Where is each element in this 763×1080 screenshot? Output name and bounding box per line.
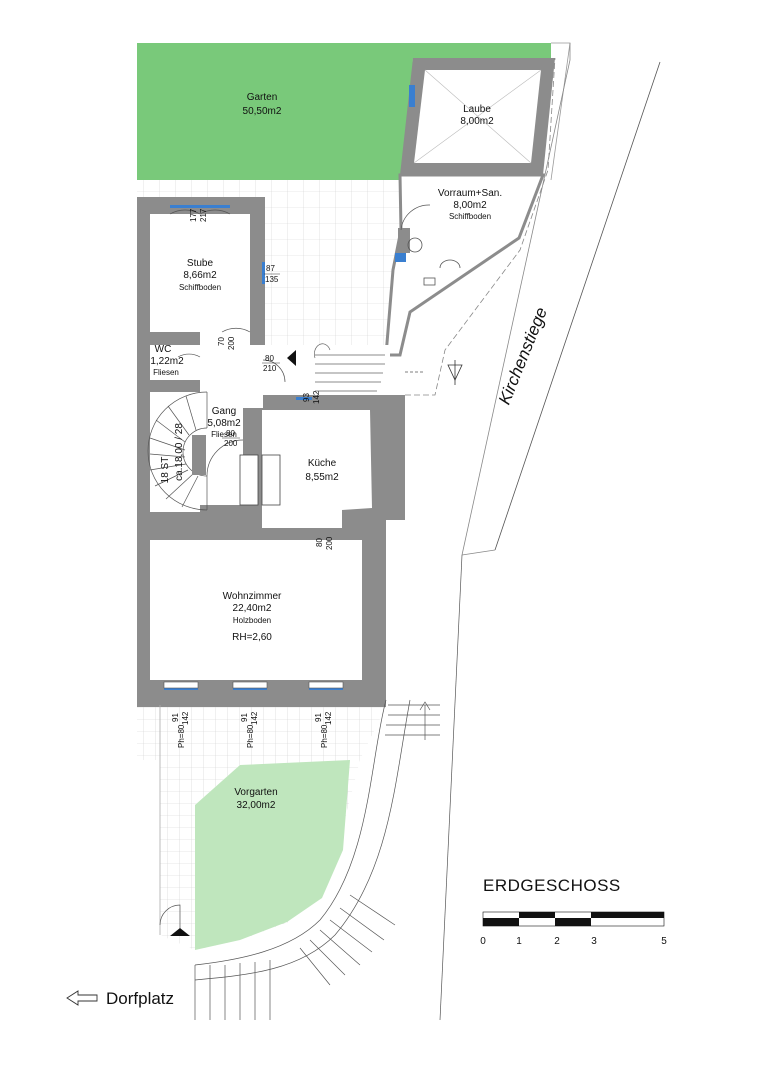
scale-tick-2: 2 (554, 936, 560, 947)
wc-area: 1,22m2 (150, 356, 184, 367)
scale-tick-3: 3 (591, 936, 597, 947)
room-gang (200, 332, 263, 505)
stube-top-h: 217 (199, 208, 208, 222)
wohn-door-w: 80 (315, 538, 324, 547)
dorfplatz-indicator: Dorfplatz (66, 989, 174, 1008)
room-wohnzimmer (150, 540, 362, 680)
room-kueche (262, 410, 372, 528)
scale-tick-5: 5 (661, 936, 667, 947)
laube-name: Laube (463, 104, 491, 115)
wohn-win1-w: 91 (171, 713, 180, 722)
stube-top-w: 177 (189, 208, 198, 222)
wc-door-h: 200 (227, 336, 236, 350)
stube-area: 8,66m2 (183, 270, 217, 281)
stair-steps: 18 ST (160, 457, 171, 484)
gang-kueche-w: 80 (226, 429, 235, 438)
wohn-win2-ph: Ph=80 (246, 724, 255, 748)
street-stairs (194, 554, 463, 1021)
spiral-stair (147, 391, 208, 511)
floor-title: ERDGESCHOSS (483, 876, 621, 895)
vorgarten-name: Vorgarten (234, 787, 277, 798)
stube-right-h: 135 (265, 275, 279, 284)
stube-name: Stube (187, 258, 214, 269)
wohnzimmer-height: RH=2,60 (232, 632, 272, 643)
garden-area (137, 43, 551, 180)
stair-ratio: ca.18,00 / 28 (174, 423, 185, 481)
opening-dimensions: 177 217 87 135 70 200 80 210 93 142 80 2… (171, 208, 334, 748)
wc-floor: Fliesen (153, 368, 179, 377)
wohnzimmer-area: 22,40m2 (233, 603, 272, 614)
wohn-win3-w: 91 (314, 713, 323, 722)
stube-right-w: 87 (266, 264, 275, 273)
gang-door-w: 80 (265, 354, 274, 363)
wc-door-w: 70 (217, 337, 226, 346)
street-name: Kirchenstiege (495, 305, 551, 408)
wohn-win1-ph: Ph=80 (177, 724, 186, 748)
vorraum-name: Vorraum+San. (438, 188, 502, 199)
wohnzimmer-floor: Holzboden (233, 616, 271, 625)
wohnzimmer-name: Wohnzimmer (223, 591, 282, 602)
windows (164, 205, 343, 690)
wohn-win2-h: 142 (250, 711, 259, 725)
wohn-win1-h: 142 (181, 711, 190, 725)
scale-tick-0: 0 (480, 936, 486, 947)
terrace-tiles (137, 180, 400, 345)
front-garden-area (195, 760, 350, 950)
scale-bar: 0 1 2 3 5 (480, 911, 667, 947)
entrance-steps (314, 343, 385, 392)
vorraum-area: 8,00m2 (453, 200, 487, 211)
vorgarten-area: 32,00m2 (237, 800, 276, 811)
wc-name: WC (155, 344, 172, 355)
kueche-area: 8,55m2 (305, 472, 339, 483)
arrow-left-icon (66, 990, 98, 1006)
kueche-name: Küche (308, 458, 337, 469)
stube-floor: Schiffboden (179, 283, 221, 292)
room-stube (150, 214, 250, 332)
wohn-door-h: 200 (325, 536, 334, 550)
kueche-win-h: 142 (312, 390, 321, 404)
wohn-win3-ph: Ph=80 (320, 724, 329, 748)
scale-tick-1: 1 (516, 936, 522, 947)
dorfplatz-label: Dorfplatz (106, 989, 174, 1008)
wohn-win3-h: 142 (324, 711, 333, 725)
vorraum-floor: Schiffboden (449, 212, 491, 221)
gang-kueche-h: 200 (224, 439, 238, 448)
room-wc (150, 345, 200, 380)
gang-floor: Fliesen (211, 430, 237, 439)
garten-name: Garten (247, 92, 278, 103)
kueche-win-w: 93 (302, 393, 311, 402)
garten-area-label: 50,50m2 (243, 106, 282, 117)
gang-area: 5,08m2 (207, 418, 241, 429)
laube-area: 8,00m2 (460, 116, 494, 127)
gang-name: Gang (212, 406, 236, 417)
wohn-win2-w: 91 (240, 713, 249, 722)
gang-door-h: 210 (263, 364, 277, 373)
